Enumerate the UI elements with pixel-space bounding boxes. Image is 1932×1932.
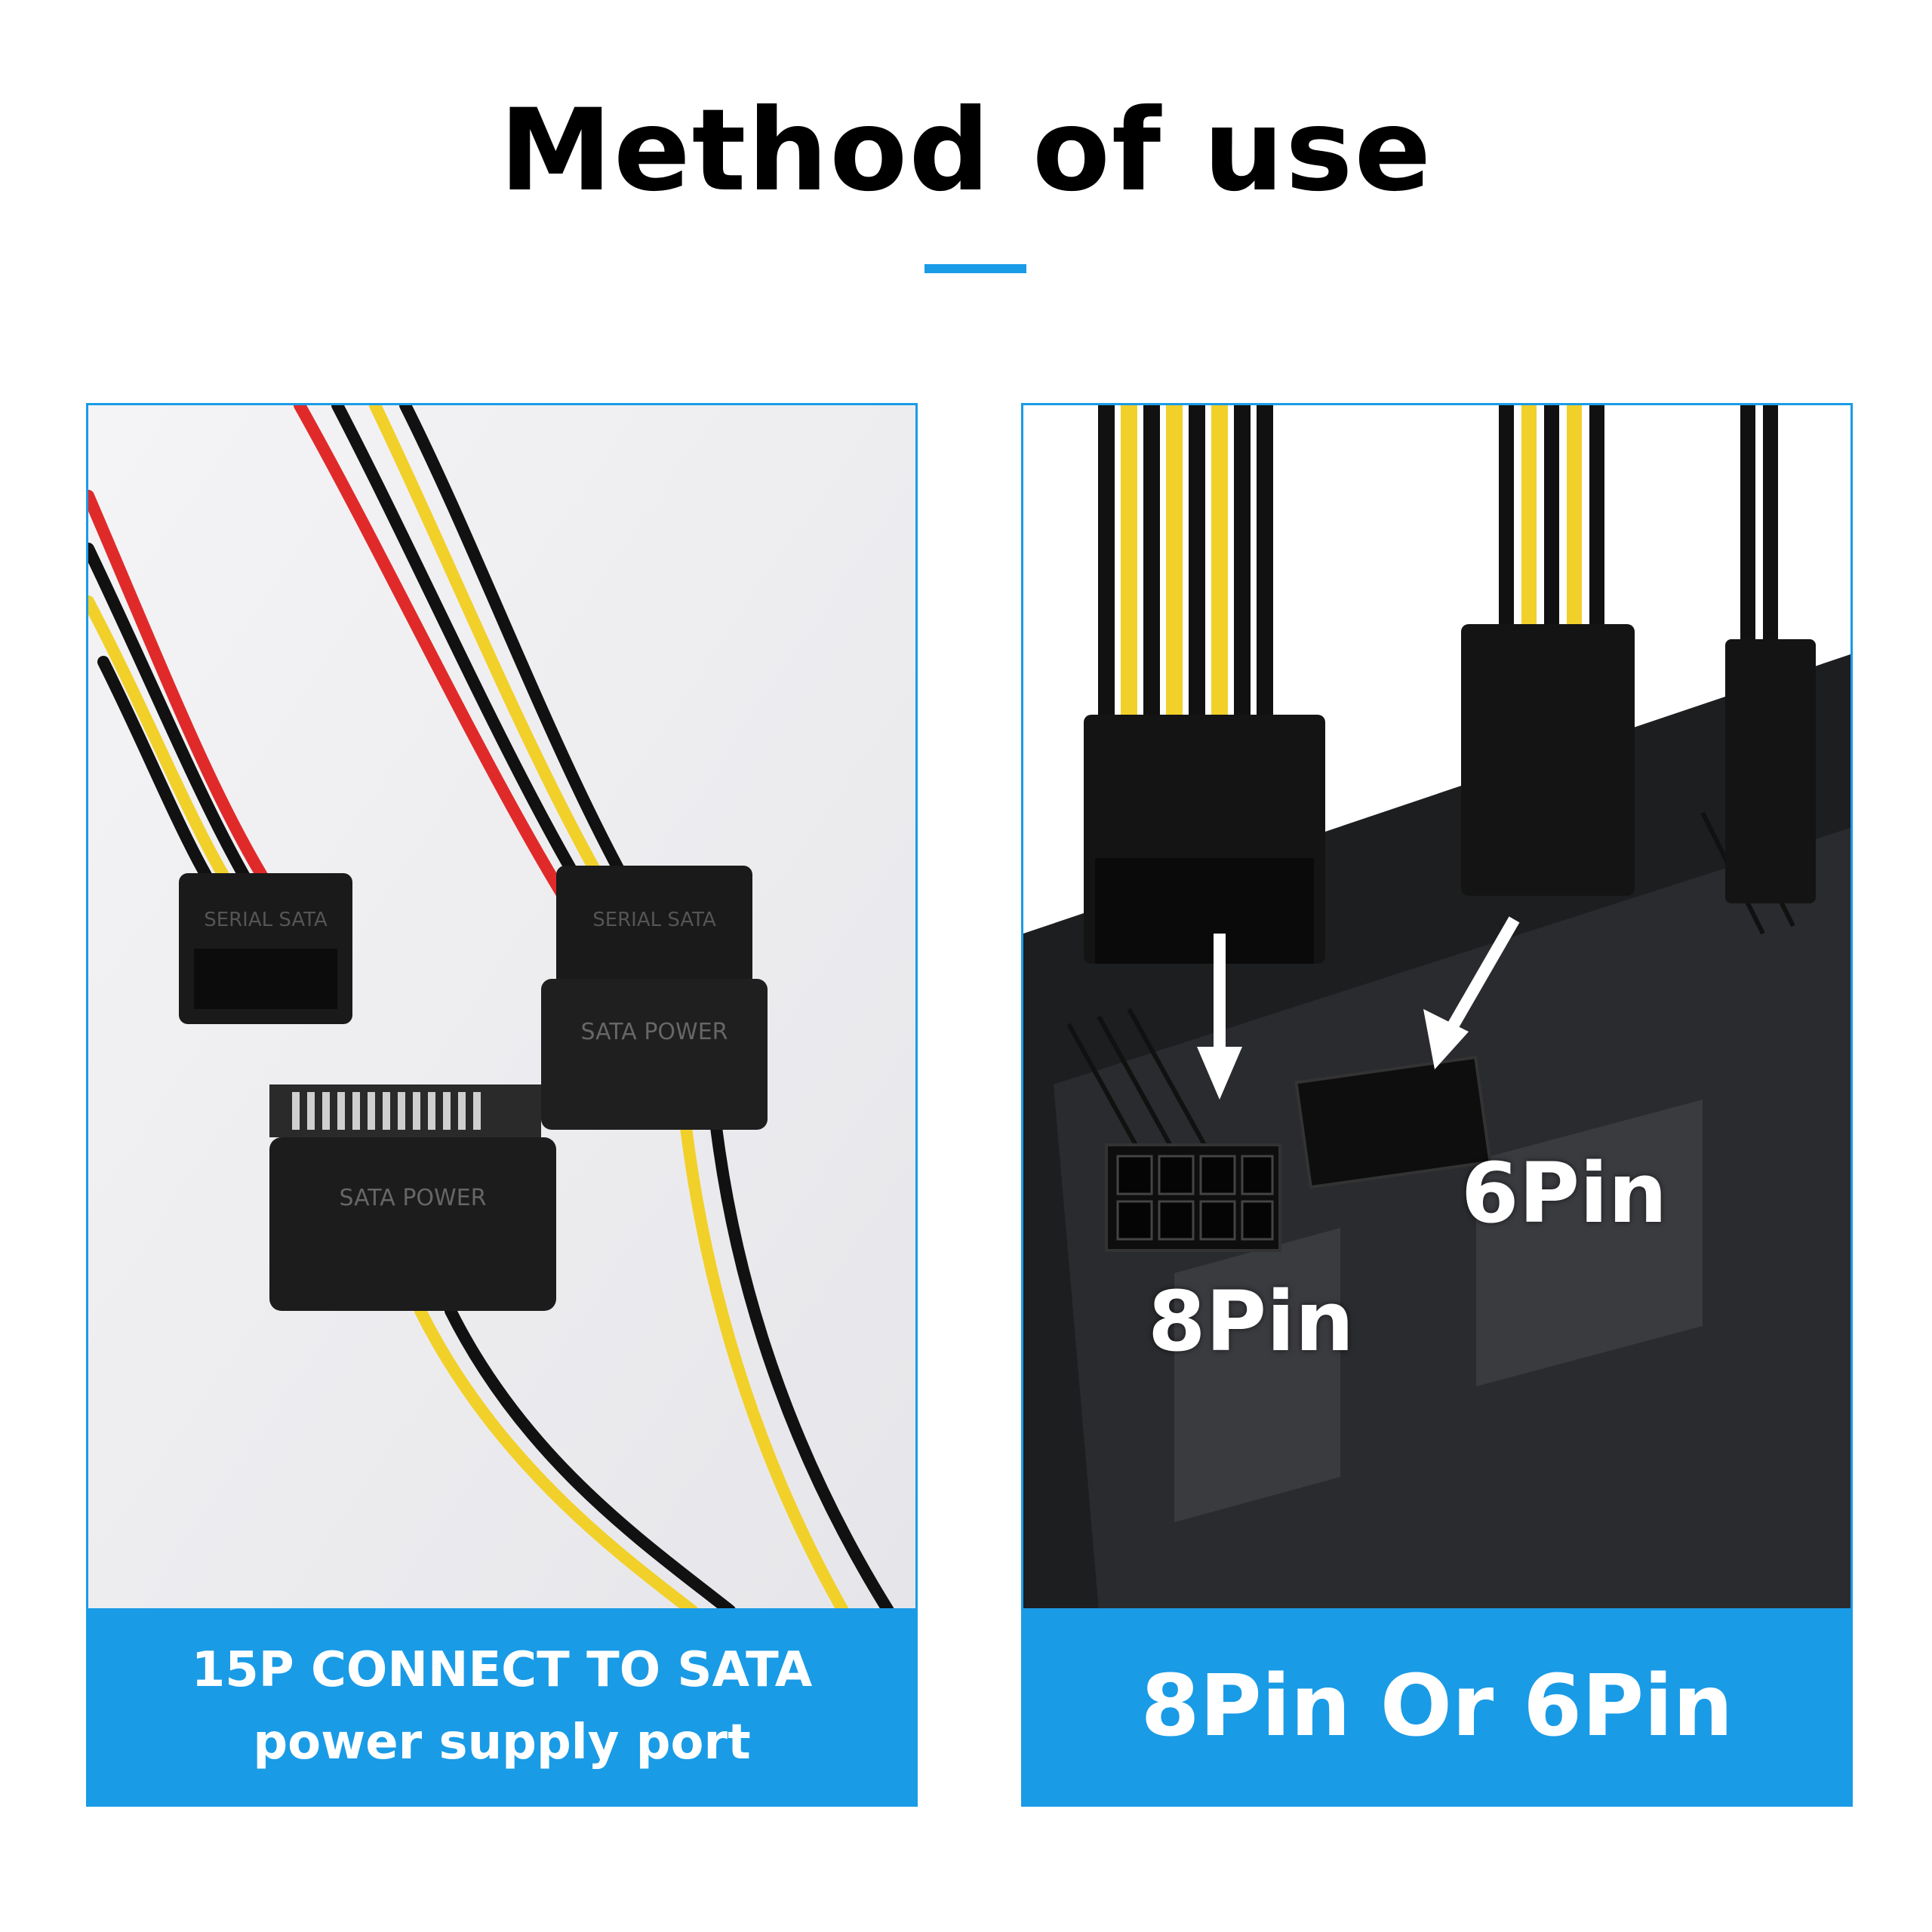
gpu-connector-photo <box>1023 405 1850 1611</box>
board-8pin-socket <box>1105 1143 1281 1252</box>
board-6pin-socket <box>1294 1055 1492 1189</box>
svg-text:SERIAL SATA: SERIAL SATA <box>592 909 716 931</box>
8pin-plug <box>1084 715 1325 964</box>
arrow-6pin <box>1423 916 1520 1069</box>
pcie-caption: 8Pin Or 6Pin <box>1023 1608 1850 1804</box>
6pin-plug <box>1461 624 1816 903</box>
svg-text:SATA POWER: SATA POWER <box>339 1185 486 1211</box>
sata-female-connector-a: SERIAL SATA <box>179 873 352 1024</box>
label-8pin: 8Pin <box>1148 1273 1355 1370</box>
pcie-caption-text: 8Pin Or 6Pin <box>1140 1657 1734 1755</box>
arrow-8pin <box>1197 934 1242 1100</box>
pcie-panel: 6Pin 8Pin 8Pin Or 6Pin <box>1021 403 1853 1807</box>
label-6pin: 6Pin <box>1461 1145 1668 1241</box>
title-underline <box>924 264 1026 273</box>
sata-cable-photo: SERIAL SATA SERIAL SATA SATA POWER SATA … <box>88 405 915 1611</box>
svg-text:SATA POWER: SATA POWER <box>580 1019 728 1045</box>
sata-caption-line1: 15P CONNECT TO SATA <box>191 1642 813 1698</box>
svg-text:SERIAL SATA: SERIAL SATA <box>204 909 328 931</box>
sata-caption-line2: power supply port <box>253 1715 751 1770</box>
page-title: Method of use <box>499 85 1433 217</box>
sata-female-connector-b: SERIAL SATA SATA POWER <box>541 866 768 1130</box>
sata-caption: 15P CONNECT TO SATA power supply port <box>88 1608 915 1804</box>
sata-male-connector: SATA POWER <box>269 1084 556 1311</box>
sata-panel: SERIAL SATA SERIAL SATA SATA POWER SATA … <box>86 403 918 1807</box>
